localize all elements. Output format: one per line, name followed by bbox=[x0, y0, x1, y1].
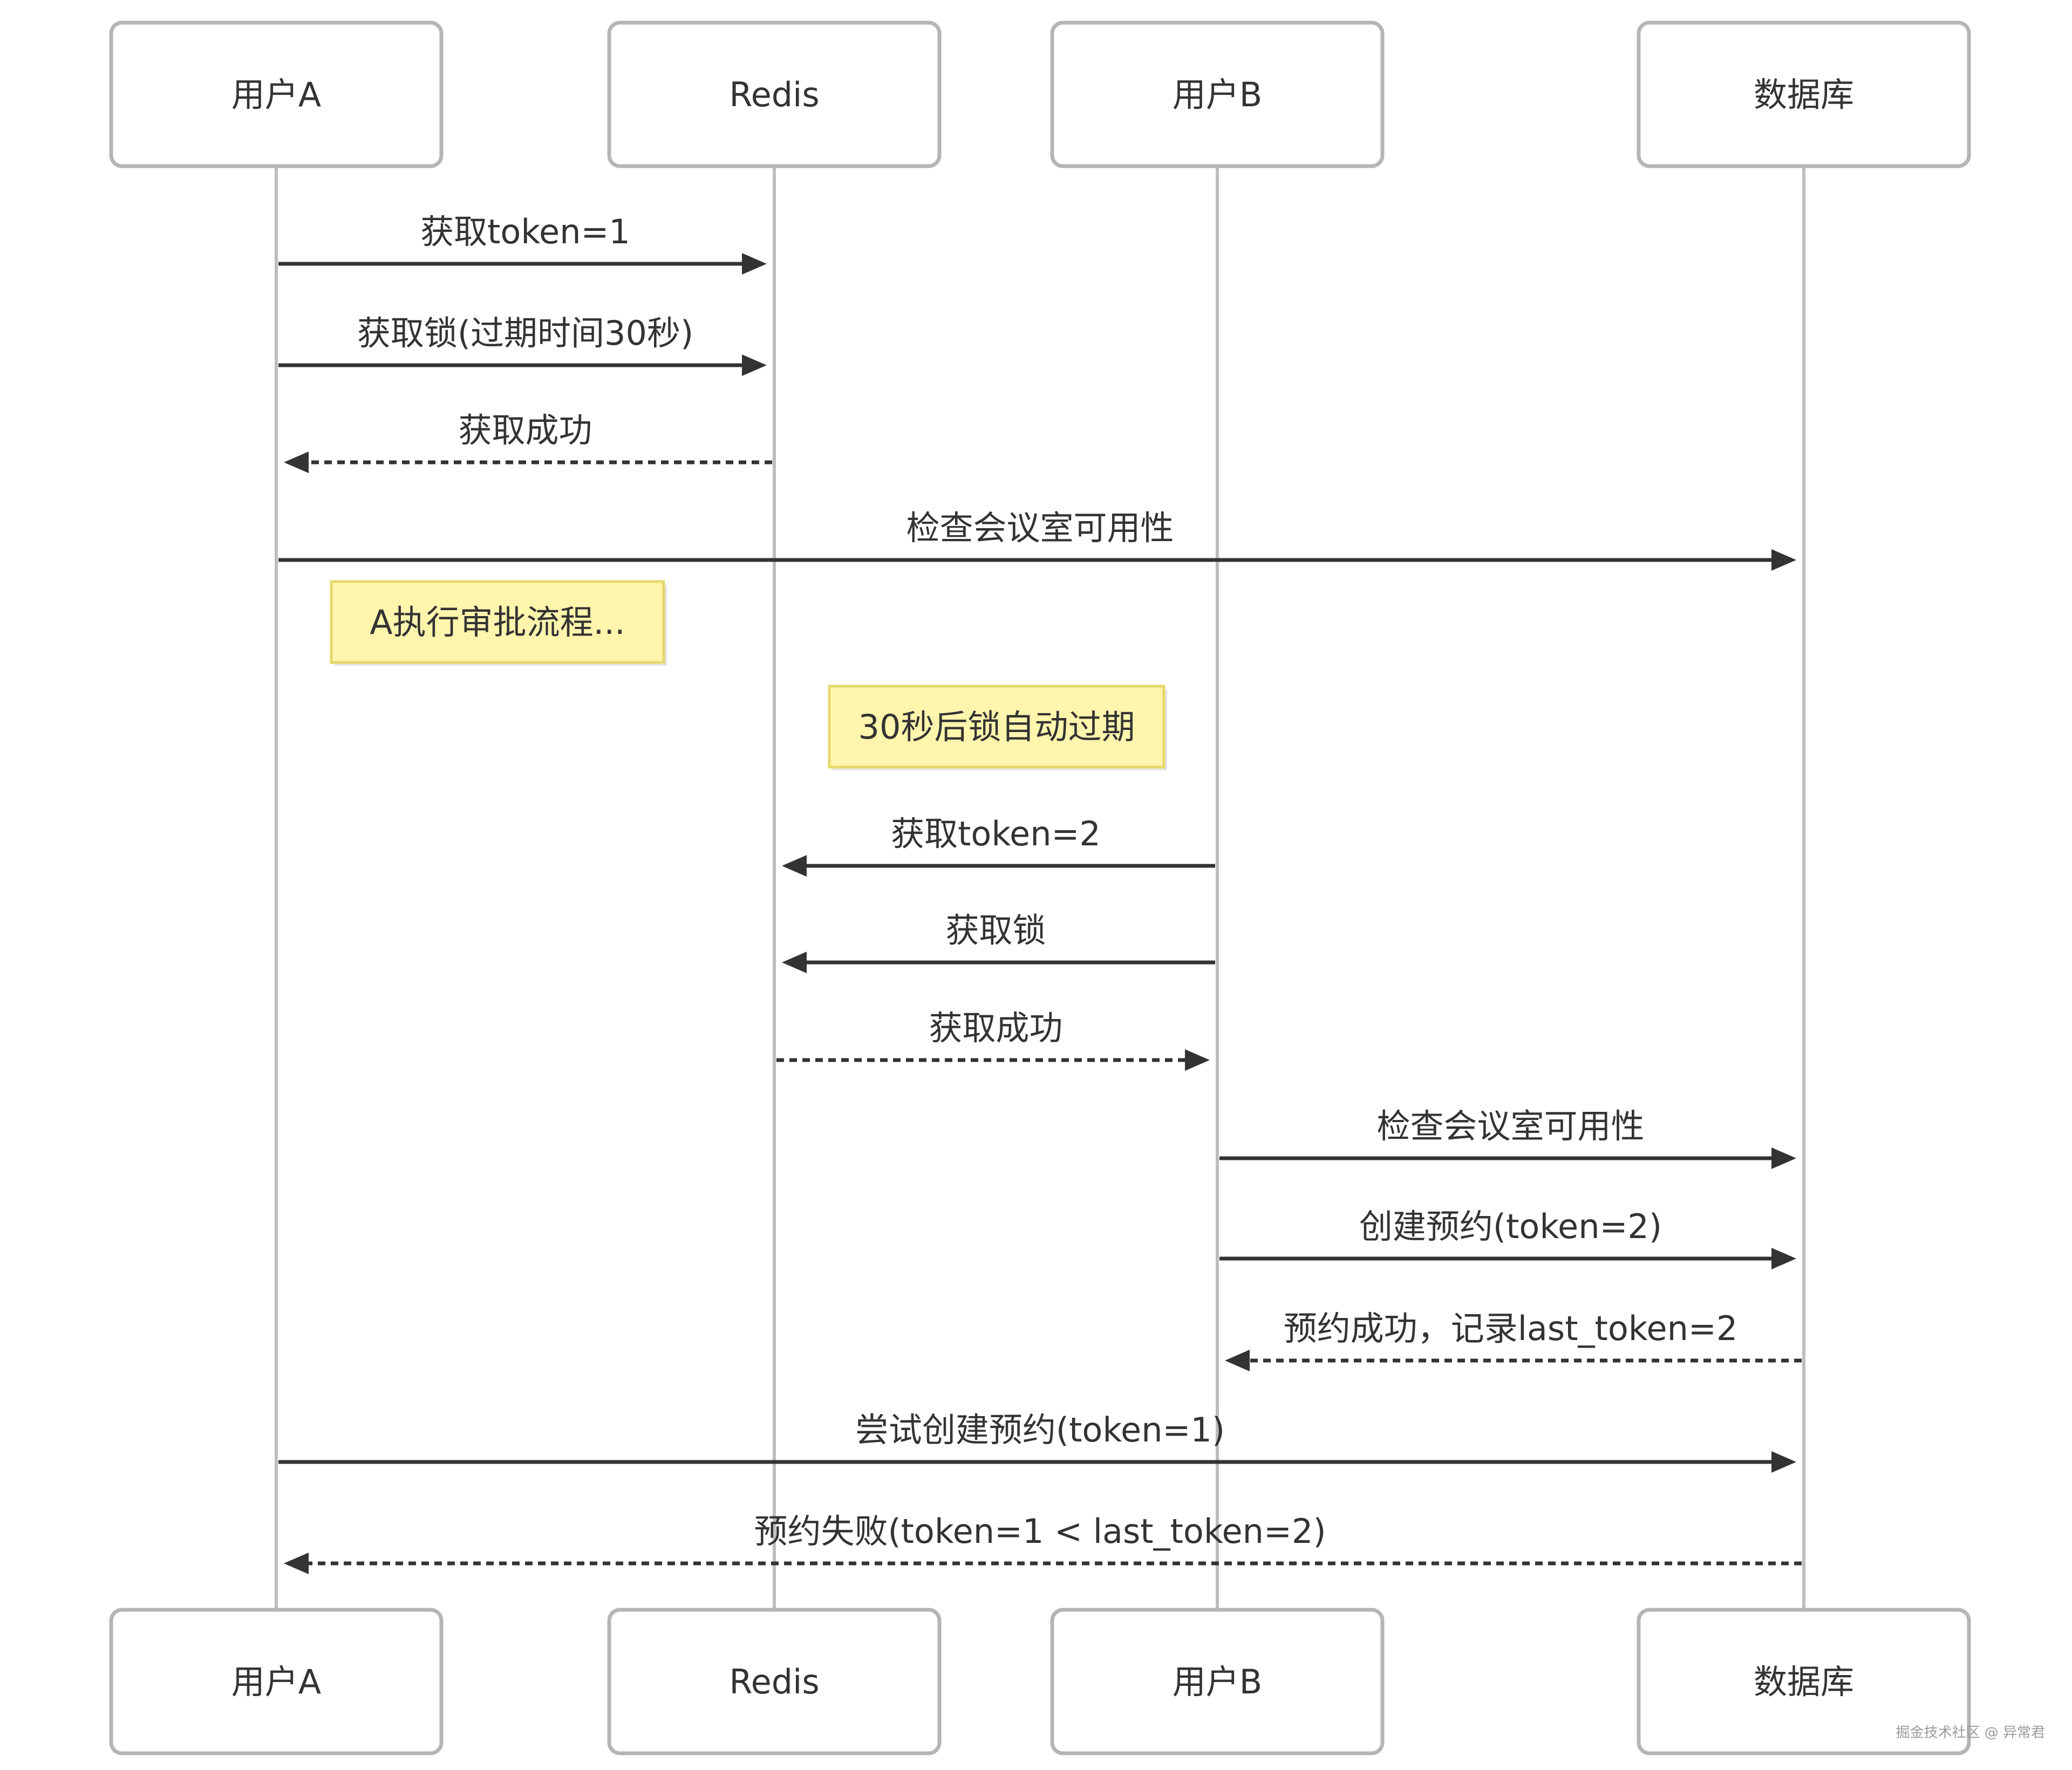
note-1: A执行审批流程... bbox=[330, 580, 667, 666]
note-label: A执行审批流程... bbox=[370, 603, 625, 642]
actor-label: 用户B bbox=[1173, 1662, 1263, 1701]
message-label: 预约失败(token=1 < last_token=2) bbox=[754, 1512, 1326, 1551]
arrowhead bbox=[782, 855, 807, 877]
note-label: 30秒后锁自动过期 bbox=[858, 707, 1135, 747]
actor-database-top: 数据库 bbox=[1637, 20, 1971, 168]
actor-label: 用户A bbox=[231, 75, 321, 114]
actor-user-a-top: 用户A bbox=[109, 20, 444, 168]
arrowhead bbox=[742, 253, 767, 275]
message-label: 获取锁(过期时间30秒) bbox=[357, 313, 693, 353]
message-label: 检查会议室可用性 bbox=[906, 508, 1174, 548]
message-label: 尝试创建预约(token=1) bbox=[855, 1410, 1225, 1450]
message-label: 预约成功，记录last_token=2 bbox=[1284, 1309, 1738, 1348]
actor-box bbox=[607, 20, 942, 168]
message-label: 获取token=1 bbox=[420, 212, 630, 251]
message-5: 获取token=2 bbox=[782, 814, 1215, 877]
actor-user-b-bottom: 用户B bbox=[1050, 1608, 1385, 1755]
message-1: 获取token=1 bbox=[278, 212, 767, 275]
message-10: 预约成功，记录last_token=2 bbox=[1225, 1309, 1802, 1371]
actor-label: Redis bbox=[729, 75, 819, 114]
message-label: 获取成功 bbox=[929, 1008, 1062, 1048]
arrowhead bbox=[1185, 1049, 1210, 1071]
watermark: 掘金技术社区 @ 异常君 bbox=[1896, 1725, 2045, 1741]
message-8: 检查会议室可用性 bbox=[1219, 1106, 1796, 1169]
message-7: 获取成功 bbox=[776, 1008, 1210, 1071]
actor-label: 数据库 bbox=[1754, 75, 1854, 114]
actor-user-a-bottom: 用户A bbox=[109, 1608, 444, 1755]
arrowhead bbox=[1771, 1147, 1796, 1169]
actor-redis-bottom: Redis bbox=[607, 1608, 942, 1755]
message-4: 检查会议室可用性 bbox=[278, 508, 1796, 571]
arrowhead bbox=[782, 952, 807, 973]
actor-box bbox=[1637, 1608, 1971, 1755]
message-label: 创建预约(token=2) bbox=[1359, 1207, 1662, 1246]
message-label: 检查会议室可用性 bbox=[1376, 1106, 1644, 1146]
actor-redis-top: Redis bbox=[607, 20, 942, 168]
message-6: 获取锁 bbox=[782, 911, 1215, 973]
arrowhead bbox=[1771, 549, 1796, 571]
message-11: 尝试创建预约(token=1) bbox=[278, 1410, 1796, 1473]
arrowhead bbox=[284, 1553, 309, 1574]
actor-box bbox=[607, 1608, 942, 1755]
note-box bbox=[828, 685, 1166, 769]
message-label: 获取token=2 bbox=[891, 814, 1101, 853]
actor-label: 用户B bbox=[1173, 75, 1263, 114]
message-12: 预约失败(token=1 < last_token=2) bbox=[284, 1512, 1802, 1574]
actor-user-b-top: 用户B bbox=[1050, 20, 1385, 168]
actor-database-bottom: 数据库 bbox=[1637, 1608, 1971, 1755]
actor-box bbox=[1050, 20, 1385, 168]
actor-label: Redis bbox=[729, 1662, 819, 1701]
arrowhead bbox=[742, 354, 767, 376]
arrowhead bbox=[1225, 1350, 1250, 1371]
messages: 获取token=1获取锁(过期时间30秒)获取成功检查会议室可用性获取token… bbox=[278, 212, 1802, 1574]
message-label: 获取锁 bbox=[945, 911, 1046, 950]
note-2: 30秒后锁自动过期 bbox=[828, 685, 1167, 770]
message-label: 获取成功 bbox=[458, 411, 592, 450]
message-9: 创建预约(token=2) bbox=[1219, 1207, 1796, 1269]
lifelines bbox=[275, 166, 1805, 1610]
actor-box bbox=[109, 1608, 444, 1755]
actor-box bbox=[109, 20, 444, 168]
actor-label: 用户A bbox=[231, 1662, 321, 1701]
arrowhead bbox=[1771, 1451, 1796, 1473]
actor-box bbox=[1050, 1608, 1385, 1755]
actor-box bbox=[1637, 20, 1971, 168]
arrowhead bbox=[1771, 1248, 1796, 1269]
actor-label: 数据库 bbox=[1754, 1662, 1854, 1701]
message-2: 获取锁(过期时间30秒) bbox=[278, 313, 767, 376]
notes: A执行审批流程... 30秒后锁自动过期 bbox=[330, 580, 1167, 770]
message-3: 获取成功 bbox=[284, 411, 772, 473]
arrowhead bbox=[284, 452, 309, 473]
note-box bbox=[330, 580, 665, 664]
